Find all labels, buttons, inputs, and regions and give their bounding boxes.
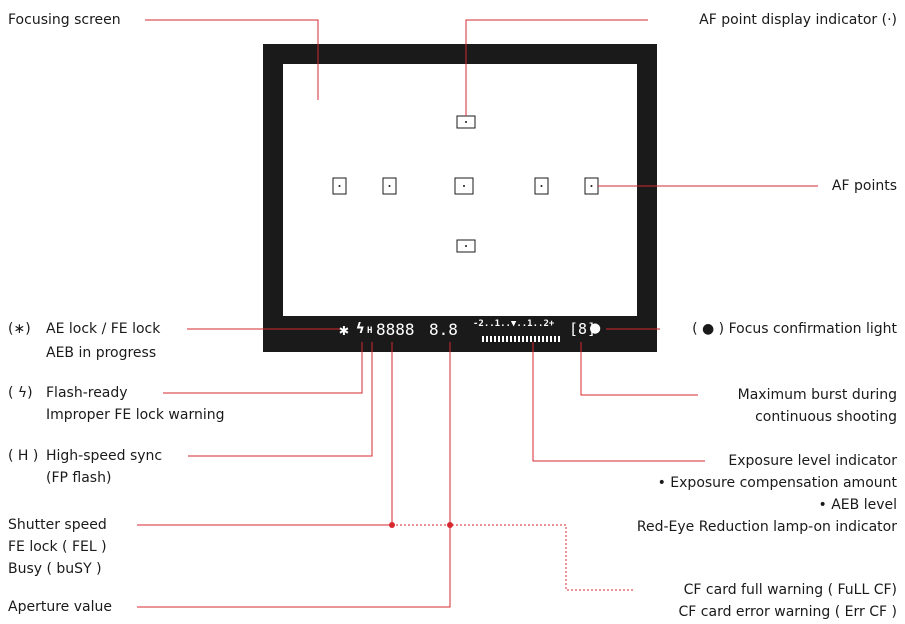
leader-cf-card — [392, 524, 633, 591]
label-flash-ready-2: Improper FE lock warning — [46, 407, 225, 423]
lcd-hss-icon: H — [367, 326, 373, 336]
label-flash-ready-1: Flash-ready — [46, 385, 128, 401]
af-point-dots — [338, 121, 593, 247]
label-af-points: AF points — [831, 178, 897, 194]
label-flash-symbol: ( ϟ) — [8, 385, 33, 401]
lcd-shutter-digits: 8888 — [376, 320, 415, 339]
label-exposure-4: Red-Eye Reduction lamp-on indicator — [636, 519, 897, 535]
label-ae-lock-2: AEB in progress — [46, 345, 157, 361]
lcd-exposure-scale: -2..1..▼..1..2+ — [473, 319, 555, 329]
label-focusing-screen: Focusing screen — [8, 12, 121, 28]
af-point-bottom — [456, 239, 476, 253]
af-point-left-inner — [382, 177, 397, 195]
exposure-scale-ticks — [482, 336, 560, 342]
lcd-aperture-digits: 8.8 — [429, 320, 458, 339]
leader-hss — [188, 342, 373, 457]
leader-junctions — [389, 522, 453, 528]
label-max-burst-2: continuous shooting — [755, 409, 897, 425]
af-point-left-outer — [332, 177, 347, 195]
label-ae-lock-1: AE lock / FE lock — [46, 321, 161, 337]
label-hss-2: (FP flash) — [46, 470, 112, 486]
lcd-burst: [8] — [569, 320, 597, 338]
af-point-center — [454, 177, 474, 195]
leader-af-display — [465, 19, 648, 116]
label-aperture: Aperture value — [8, 599, 112, 615]
af-point-right-inner — [534, 177, 549, 195]
label-shutter-3: Busy ( buSY ) — [8, 561, 102, 577]
label-exposure-1: Exposure level indicator — [728, 453, 897, 469]
label-exposure-2: • Exposure compensation amount — [657, 475, 897, 491]
label-hss-symbol: ( H ) — [8, 448, 39, 464]
leader-aperture — [137, 342, 451, 608]
leader-shutter — [137, 342, 393, 526]
label-max-burst-1: Maximum burst during — [737, 387, 897, 403]
label-focus-confirm: ( ● ) Focus confirmation light — [692, 321, 897, 337]
lcd-ae-star: ✱ — [339, 320, 349, 339]
label-exposure-3: • AEB level — [818, 497, 897, 513]
leader-flash — [163, 342, 363, 394]
label-shutter-1: Shutter speed — [8, 517, 107, 533]
leader-max-burst — [580, 342, 698, 396]
label-af-display-indicator: AF point display indicator (·) — [699, 12, 897, 28]
focusing-screen-area — [283, 64, 637, 316]
leader-focusing-screen — [145, 19, 319, 100]
lcd-flash-icon: ϟ — [356, 321, 365, 337]
label-cf-full: CF card full warning ( FuLL CF) — [683, 582, 897, 598]
lcd-focus-dot: ● — [590, 318, 601, 338]
label-cf-error: CF card error warning ( Err CF ) — [678, 604, 897, 620]
label-shutter-2: FE lock ( FEL ) — [8, 539, 107, 555]
leader-exposure — [532, 342, 705, 462]
label-ae-lock-symbol: (∗) — [8, 321, 31, 337]
label-hss-1: High-speed sync — [46, 448, 163, 464]
